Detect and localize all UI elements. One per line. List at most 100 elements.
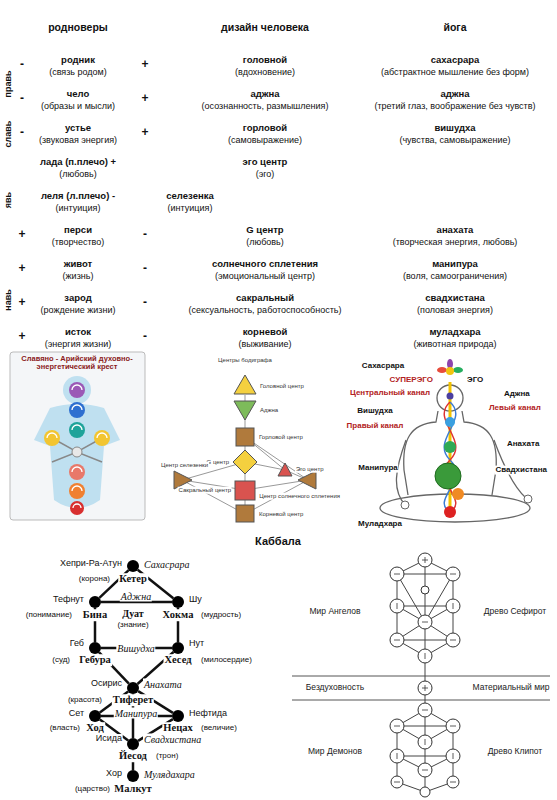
bodygraph-label: Сакральный центр bbox=[178, 487, 232, 494]
deity-name: Нефтида bbox=[188, 709, 228, 719]
sefira-name: Малкут bbox=[113, 783, 152, 795]
sefira-node: ИсидаЙесод(трон)Свадхистана bbox=[127, 738, 139, 750]
center-name: эго центр bbox=[243, 157, 288, 167]
polarity-sign: - bbox=[20, 58, 24, 71]
deity-name: Осирис bbox=[90, 679, 123, 689]
channel-label: Левый канал bbox=[488, 404, 542, 413]
center-name: сакральный bbox=[236, 293, 294, 303]
center-name: исток bbox=[65, 327, 91, 337]
sefira-name: Хокма bbox=[162, 609, 195, 621]
center-description: (рождение жизни) bbox=[41, 306, 116, 316]
center-name: селезенка bbox=[166, 191, 213, 201]
bodygraph-label: Головной центр bbox=[259, 383, 305, 390]
deity-name: Геб bbox=[69, 639, 85, 649]
sefira-meaning: (мудрость) bbox=[200, 611, 242, 620]
column-header: йога bbox=[443, 22, 466, 34]
center-description: (связь родом) bbox=[49, 68, 107, 78]
chakra-label: Аджна bbox=[503, 390, 531, 399]
bodygraph-label: Эго центр bbox=[295, 466, 324, 473]
sefira-node: Осирис(красота)ТиферетАнахата bbox=[127, 682, 139, 694]
sefira-node: Геб(суд)Гебура bbox=[89, 642, 101, 654]
kabbalah-label: Аджна bbox=[120, 591, 152, 602]
center-description: (третий глаз, воображение без чувств) bbox=[374, 102, 535, 112]
bodygraph-label: Центр селезенки bbox=[160, 462, 209, 469]
sefira-meaning: (красота) bbox=[67, 696, 103, 705]
center-description: (творческая энергия, любовь) bbox=[393, 238, 518, 248]
polarity-sign: + bbox=[18, 330, 25, 343]
chakra-name: Сахасрара bbox=[143, 559, 190, 570]
center-description: (энергия жизни) bbox=[45, 340, 111, 350]
slavic-cross-figure bbox=[10, 352, 145, 520]
world-label: Древо Клипот bbox=[487, 747, 543, 756]
kabbalah-label: Дуат bbox=[121, 608, 144, 619]
center-description: (жизнь) bbox=[63, 272, 94, 282]
polarity-sign: + bbox=[141, 92, 148, 105]
world-label: Материальный мир bbox=[471, 683, 550, 692]
deity-name: Шу bbox=[188, 595, 203, 605]
world-label: Бездуховность bbox=[305, 683, 365, 692]
sefira-meaning: (корона) bbox=[78, 575, 111, 584]
center-description: (творчество) bbox=[52, 238, 105, 248]
sefira-name: Тиферет bbox=[112, 694, 154, 706]
center-name: устье bbox=[65, 123, 91, 133]
section-title: Каббала bbox=[255, 535, 301, 547]
sefira-node: Тефнут(понимание)Бина bbox=[89, 596, 101, 608]
center-name: аджна bbox=[250, 89, 279, 99]
chakra-name: Мулядахара bbox=[143, 769, 196, 780]
deity-name: Хепри-Ра-Атун bbox=[59, 559, 123, 569]
center-description: (любовь) bbox=[59, 170, 97, 180]
center-description: (животная природа) bbox=[414, 340, 497, 350]
world-label: славь bbox=[4, 121, 14, 148]
sefira-node: НефтидаНецах(величие) bbox=[172, 710, 184, 722]
center-name: корневой bbox=[243, 327, 288, 337]
center-name: солнечного сплетения bbox=[212, 259, 318, 269]
world-label: явь bbox=[4, 192, 14, 208]
deity-name: Хор bbox=[105, 769, 123, 779]
chakra-label: ЭГО bbox=[466, 376, 484, 385]
sefira-meaning: (милосердие) bbox=[200, 656, 253, 665]
center-name: родник bbox=[61, 55, 95, 65]
sefira-name: Ход bbox=[85, 722, 105, 734]
sefira-meaning: (величие) bbox=[200, 724, 238, 733]
center-description: (любовь) bbox=[246, 238, 284, 248]
sefira-name: Нецах bbox=[162, 722, 193, 734]
polarity-sign: + bbox=[18, 228, 25, 241]
sefira-name: Кетер bbox=[118, 573, 148, 585]
sefira-meaning: (царство) bbox=[74, 785, 111, 794]
center-description: (звуковая энергия) bbox=[39, 136, 117, 146]
center-description: (интуиция) bbox=[168, 204, 213, 214]
sefira-name: Йесод bbox=[118, 750, 148, 762]
center-name: муладхара bbox=[429, 327, 480, 337]
sefira-name: Бина bbox=[82, 609, 108, 621]
polarity-sign: + bbox=[141, 58, 148, 71]
figure-title: Славяно - Арийский духовно-энергетически… bbox=[15, 355, 139, 372]
polarity-sign: - bbox=[143, 262, 147, 275]
center-description: (воля, самоограничения) bbox=[403, 272, 507, 282]
world-label: правь bbox=[4, 70, 14, 97]
center-name: чело bbox=[67, 89, 90, 99]
polarity-sign: - bbox=[20, 126, 24, 139]
sefira-meaning: (трон) bbox=[155, 752, 179, 761]
sefira-node: ШуХокма(мудрость) bbox=[172, 596, 184, 608]
world-label: Мир Демонов bbox=[307, 747, 363, 756]
center-name: аджна bbox=[440, 89, 469, 99]
polarity-sign: - bbox=[143, 296, 147, 309]
kabbalah-label: Манипура bbox=[114, 708, 158, 719]
chakra-label: Манипура bbox=[357, 464, 398, 473]
bodygraph-label: Корневой центр bbox=[258, 511, 304, 518]
center-description: (самовыражение) bbox=[228, 136, 302, 146]
sefira-meaning: (понимание) bbox=[25, 611, 73, 620]
sefira-node: ХорМулядахара(царство)Малкут bbox=[127, 770, 139, 782]
bodygraph-label: Центры бодиграфа bbox=[217, 357, 273, 364]
center-description: (образы и мысли) bbox=[41, 102, 115, 112]
center-description: (эмоциональный центр) bbox=[215, 272, 315, 282]
polarity-sign: + bbox=[18, 296, 25, 309]
center-name: сахасрара bbox=[431, 55, 480, 65]
chakra-label: Сахасрара bbox=[361, 362, 405, 371]
center-description: (вдохновение) bbox=[235, 68, 295, 78]
kabbalah-label: Вишудха bbox=[116, 643, 155, 654]
polarity-sign: - bbox=[143, 228, 147, 241]
center-name: манипура bbox=[432, 259, 478, 269]
channel-label: СУПЕРЭГО bbox=[389, 376, 434, 385]
